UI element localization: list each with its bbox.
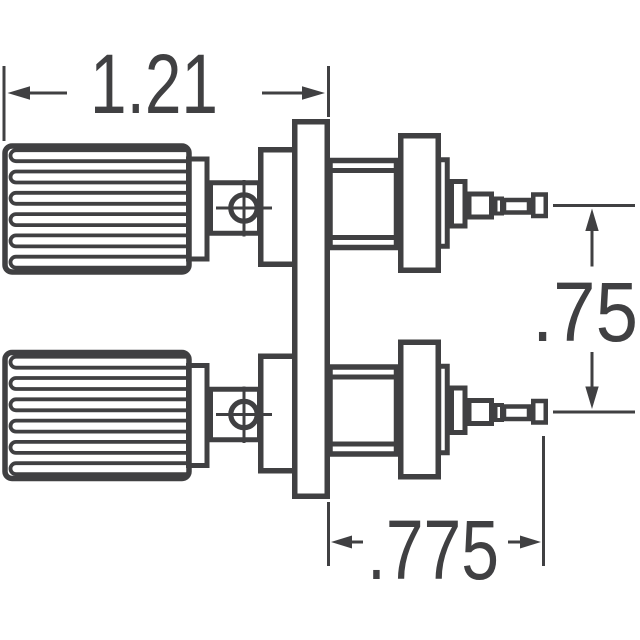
dim-overall-length-label: 1.21	[90, 37, 218, 131]
dim-spacing-arrowhead-up	[585, 208, 599, 231]
mounting-panel	[292, 119, 330, 499]
dim-stud-arrowhead-right	[520, 535, 541, 549]
terminal-top	[5, 136, 546, 272]
dim-overall-arrowhead-right	[302, 86, 325, 100]
dim-post-spacing	[553, 204, 635, 414]
dim-spacing-arrowhead-down	[585, 386, 599, 409]
dim-stud-arrowhead-left	[331, 535, 352, 549]
terminal-bottom	[5, 342, 546, 478]
dim-post-spacing-label: .75	[532, 265, 638, 359]
dim-stud-projection-label: .775	[367, 503, 499, 597]
dim-overall-arrowhead-left	[7, 86, 30, 100]
dim-overall-length	[2, 66, 330, 141]
dim-stud-projection	[327, 436, 545, 566]
